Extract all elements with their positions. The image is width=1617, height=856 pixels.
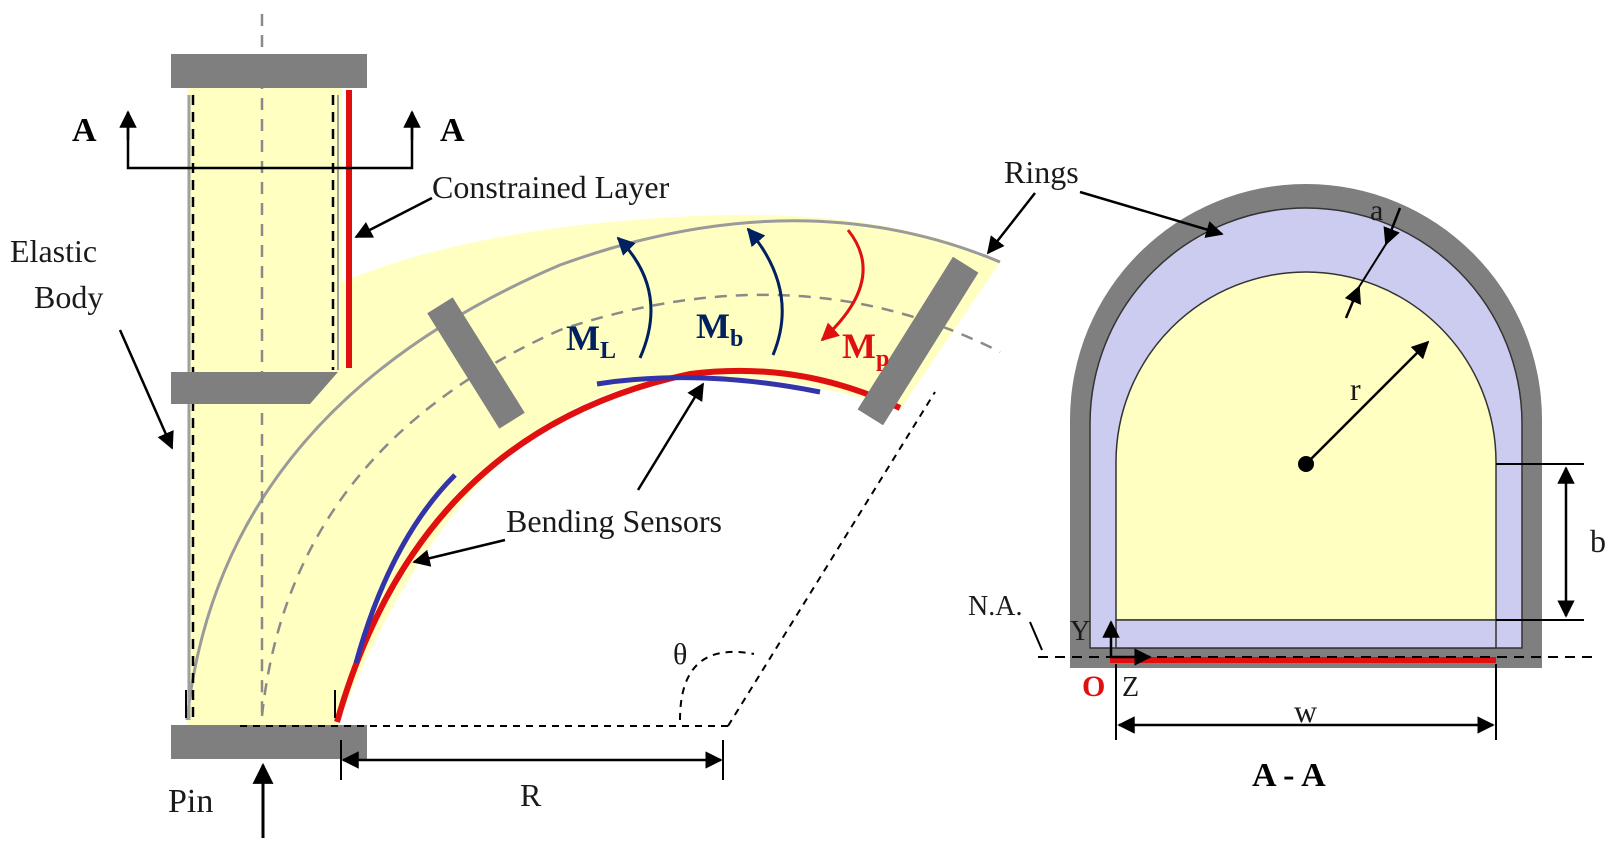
dim-w-label: w [1294, 693, 1317, 729]
elastic-body-label-line2: Body [34, 279, 103, 315]
axis-Y-label: Y [1070, 616, 1090, 647]
constrained-layer-curve [334, 367, 902, 723]
bent-elastic-body [187, 214, 1000, 726]
moment-L-main: M [566, 318, 600, 358]
outer-surface [185, 219, 1001, 721]
rings-label: Rings [1004, 154, 1079, 190]
moment-p-main: M [842, 326, 876, 366]
section-label-right: A [440, 112, 465, 149]
bending-sensors-label: Bending Sensors [506, 503, 722, 539]
ring-right [857, 256, 979, 426]
moment-p-label: Mp [842, 326, 889, 372]
origin-O-label: O [1082, 670, 1105, 703]
axis-Z-label: Z [1122, 672, 1139, 703]
center-axis-curve [260, 293, 1001, 717]
pin-label: Pin [168, 783, 213, 820]
bending-sensor-2 [596, 375, 821, 395]
theta-arc [679, 650, 755, 721]
cross-section-view: Rings a r b w N.A. Y Z O A - A [968, 154, 1606, 794]
bending-sensors-leader-2 [412, 538, 506, 567]
moment-b-sub: b [730, 326, 743, 352]
bottom-layer [1115, 619, 1497, 649]
section-line [126, 120, 414, 170]
moment-b-arrow [746, 227, 784, 356]
r-dimension [1309, 340, 1430, 461]
angle-line [727, 391, 936, 727]
neutral-axis-label: N.A. [968, 591, 1022, 622]
radius-R-label: R [520, 777, 542, 813]
bending-sensor-1 [353, 473, 457, 664]
elastic-body-leader [118, 329, 174, 450]
dim-b-label: b [1590, 523, 1606, 559]
dim-a-label: a [1370, 194, 1383, 227]
top-cap [171, 54, 367, 88]
section-label-left: A [72, 112, 97, 149]
a-dimension-outer [1383, 207, 1402, 246]
constrained-layer-label: Constrained Layer [432, 169, 670, 205]
moment-p-arrow [820, 229, 865, 342]
constrained-layer-leader [354, 196, 433, 239]
rings-leader-right [1079, 190, 1224, 238]
moment-b-main: M [696, 306, 730, 346]
a-dimension-stem [1358, 243, 1387, 288]
moment-p-sub: p [876, 346, 889, 372]
theta-label: θ [673, 638, 687, 671]
elastic-body-label-line1: Elastic [10, 233, 97, 269]
moment-L-sub: L [600, 338, 616, 364]
bottom-cap [171, 725, 367, 759]
dim-r-label: r [1350, 371, 1361, 407]
moment-L-arrow [616, 236, 653, 359]
actuator-side-view: A A Constrained Layer Elastic Body Bendi… [10, 14, 1036, 838]
ring-left [427, 297, 525, 429]
section-title: A - A [1252, 757, 1326, 794]
a-dimension-inner [1344, 285, 1361, 319]
inner-cavity [1115, 271, 1497, 621]
moment-L-label: ML [566, 318, 616, 364]
bending-sensors-leader-1 [636, 382, 705, 491]
rings-leader-left [986, 192, 1036, 255]
neutral-axis-leader [1029, 621, 1043, 651]
moment-b-label: Mb [696, 306, 743, 352]
middle-ring [171, 372, 338, 404]
